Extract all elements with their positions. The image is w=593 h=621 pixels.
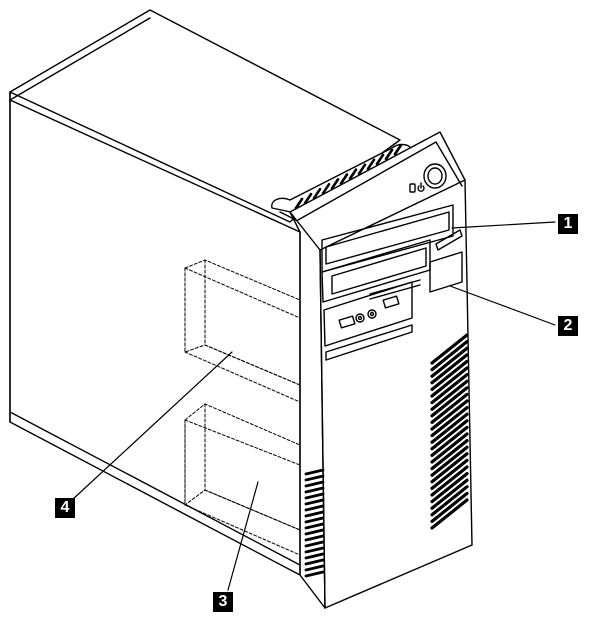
leader-line-2 (449, 285, 556, 326)
internal-drive-bays (184, 259, 301, 556)
side-vent-slot (304, 570, 325, 578)
handle-ridge (294, 197, 304, 210)
side-vent-slot (304, 492, 325, 500)
front-vent-slot (430, 406, 469, 438)
side-vent-slot (304, 510, 325, 518)
handle-ridge (348, 168, 358, 180)
handle-ridge (321, 183, 331, 195)
front-vent-slot (430, 366, 469, 398)
front-vent-slot (430, 359, 469, 391)
headphone-jack-icon (367, 309, 377, 319)
front-bezel (289, 131, 473, 609)
bezel-top-edge (297, 141, 463, 221)
top-panel-edge (9, 17, 151, 101)
side-vent-slot (304, 498, 325, 506)
leader-line-3 (227, 481, 259, 591)
side-vent-slot (304, 546, 325, 554)
front-io-panel (323, 281, 413, 361)
handle-ridge (303, 192, 313, 205)
power-symbol-icon (417, 182, 425, 192)
side-vent-slot (304, 516, 325, 524)
front-vent-slot (430, 445, 469, 477)
leader-lines (71, 221, 556, 591)
front-vent-slot (430, 465, 469, 497)
microphone-jack-icon (355, 313, 365, 323)
front-vent-slot (430, 399, 469, 431)
front-vent (430, 333, 469, 530)
flex-bay (429, 251, 463, 293)
handle-ridge (312, 187, 322, 200)
front-vent-slot (430, 346, 469, 378)
side-vent-slot (304, 522, 325, 530)
side-panel-bottom-edge (9, 411, 301, 566)
callout-4: 4 (55, 498, 75, 518)
side-vent-slot (304, 504, 325, 512)
front-vent-slot (430, 392, 469, 424)
side-vent-slot (304, 474, 325, 482)
front-vent-slot (430, 452, 469, 484)
bezel-panel-divider (319, 179, 466, 251)
drive-bay-lower (184, 403, 301, 556)
front-vent-slot (430, 373, 469, 405)
side-vent (304, 468, 325, 578)
handle-ridges (294, 143, 403, 210)
side-vent-slot (304, 564, 325, 572)
optical-drive-upper (321, 204, 463, 273)
side-vent-slot (304, 468, 325, 476)
handle-ridge (357, 163, 367, 175)
side-vent-slot (304, 486, 325, 494)
front-vent-slot (430, 432, 469, 464)
callout-1: 1 (558, 214, 578, 234)
power-button-icon (423, 163, 447, 189)
side-vent-slot (304, 540, 325, 548)
side-vent-slot (304, 558, 325, 566)
front-vent-slot (430, 353, 469, 385)
front-vent-slot (430, 379, 469, 411)
front-vent-slot (430, 485, 469, 517)
callout-2: 2 (558, 316, 578, 336)
handle-ridge (366, 158, 376, 171)
front-vent-slot (430, 439, 469, 471)
side-vent-slot (304, 552, 325, 560)
front-vent-slot (430, 472, 469, 504)
handle-ridge (330, 178, 340, 190)
front-vent-slot (430, 491, 469, 524)
leader-line-4 (71, 351, 233, 501)
front-vent-slot (430, 340, 469, 372)
front-vent-slot (430, 425, 469, 457)
handle-ridge (384, 148, 394, 161)
handle-ridge (375, 153, 385, 166)
front-vent-slot (430, 412, 469, 444)
leader-line-1 (451, 221, 556, 229)
usb-port-icon (382, 295, 400, 309)
handle-ridge (393, 143, 403, 156)
front-vent-slot (430, 333, 469, 365)
handle-ridge (339, 173, 349, 185)
hdd-activity-icon (409, 183, 416, 193)
front-vent-slot (430, 498, 469, 530)
front-vent-slot (430, 419, 469, 451)
side-vent-slot (304, 480, 325, 488)
usb-port-icon (338, 315, 356, 329)
front-vent-slot (430, 386, 469, 418)
side-vent-slot (304, 528, 325, 536)
front-vent-slot (430, 478, 469, 510)
drive-bay-upper (184, 259, 301, 403)
side-vent-slot (304, 534, 325, 542)
front-vent-slot (430, 458, 469, 490)
callout-3: 3 (213, 592, 233, 612)
